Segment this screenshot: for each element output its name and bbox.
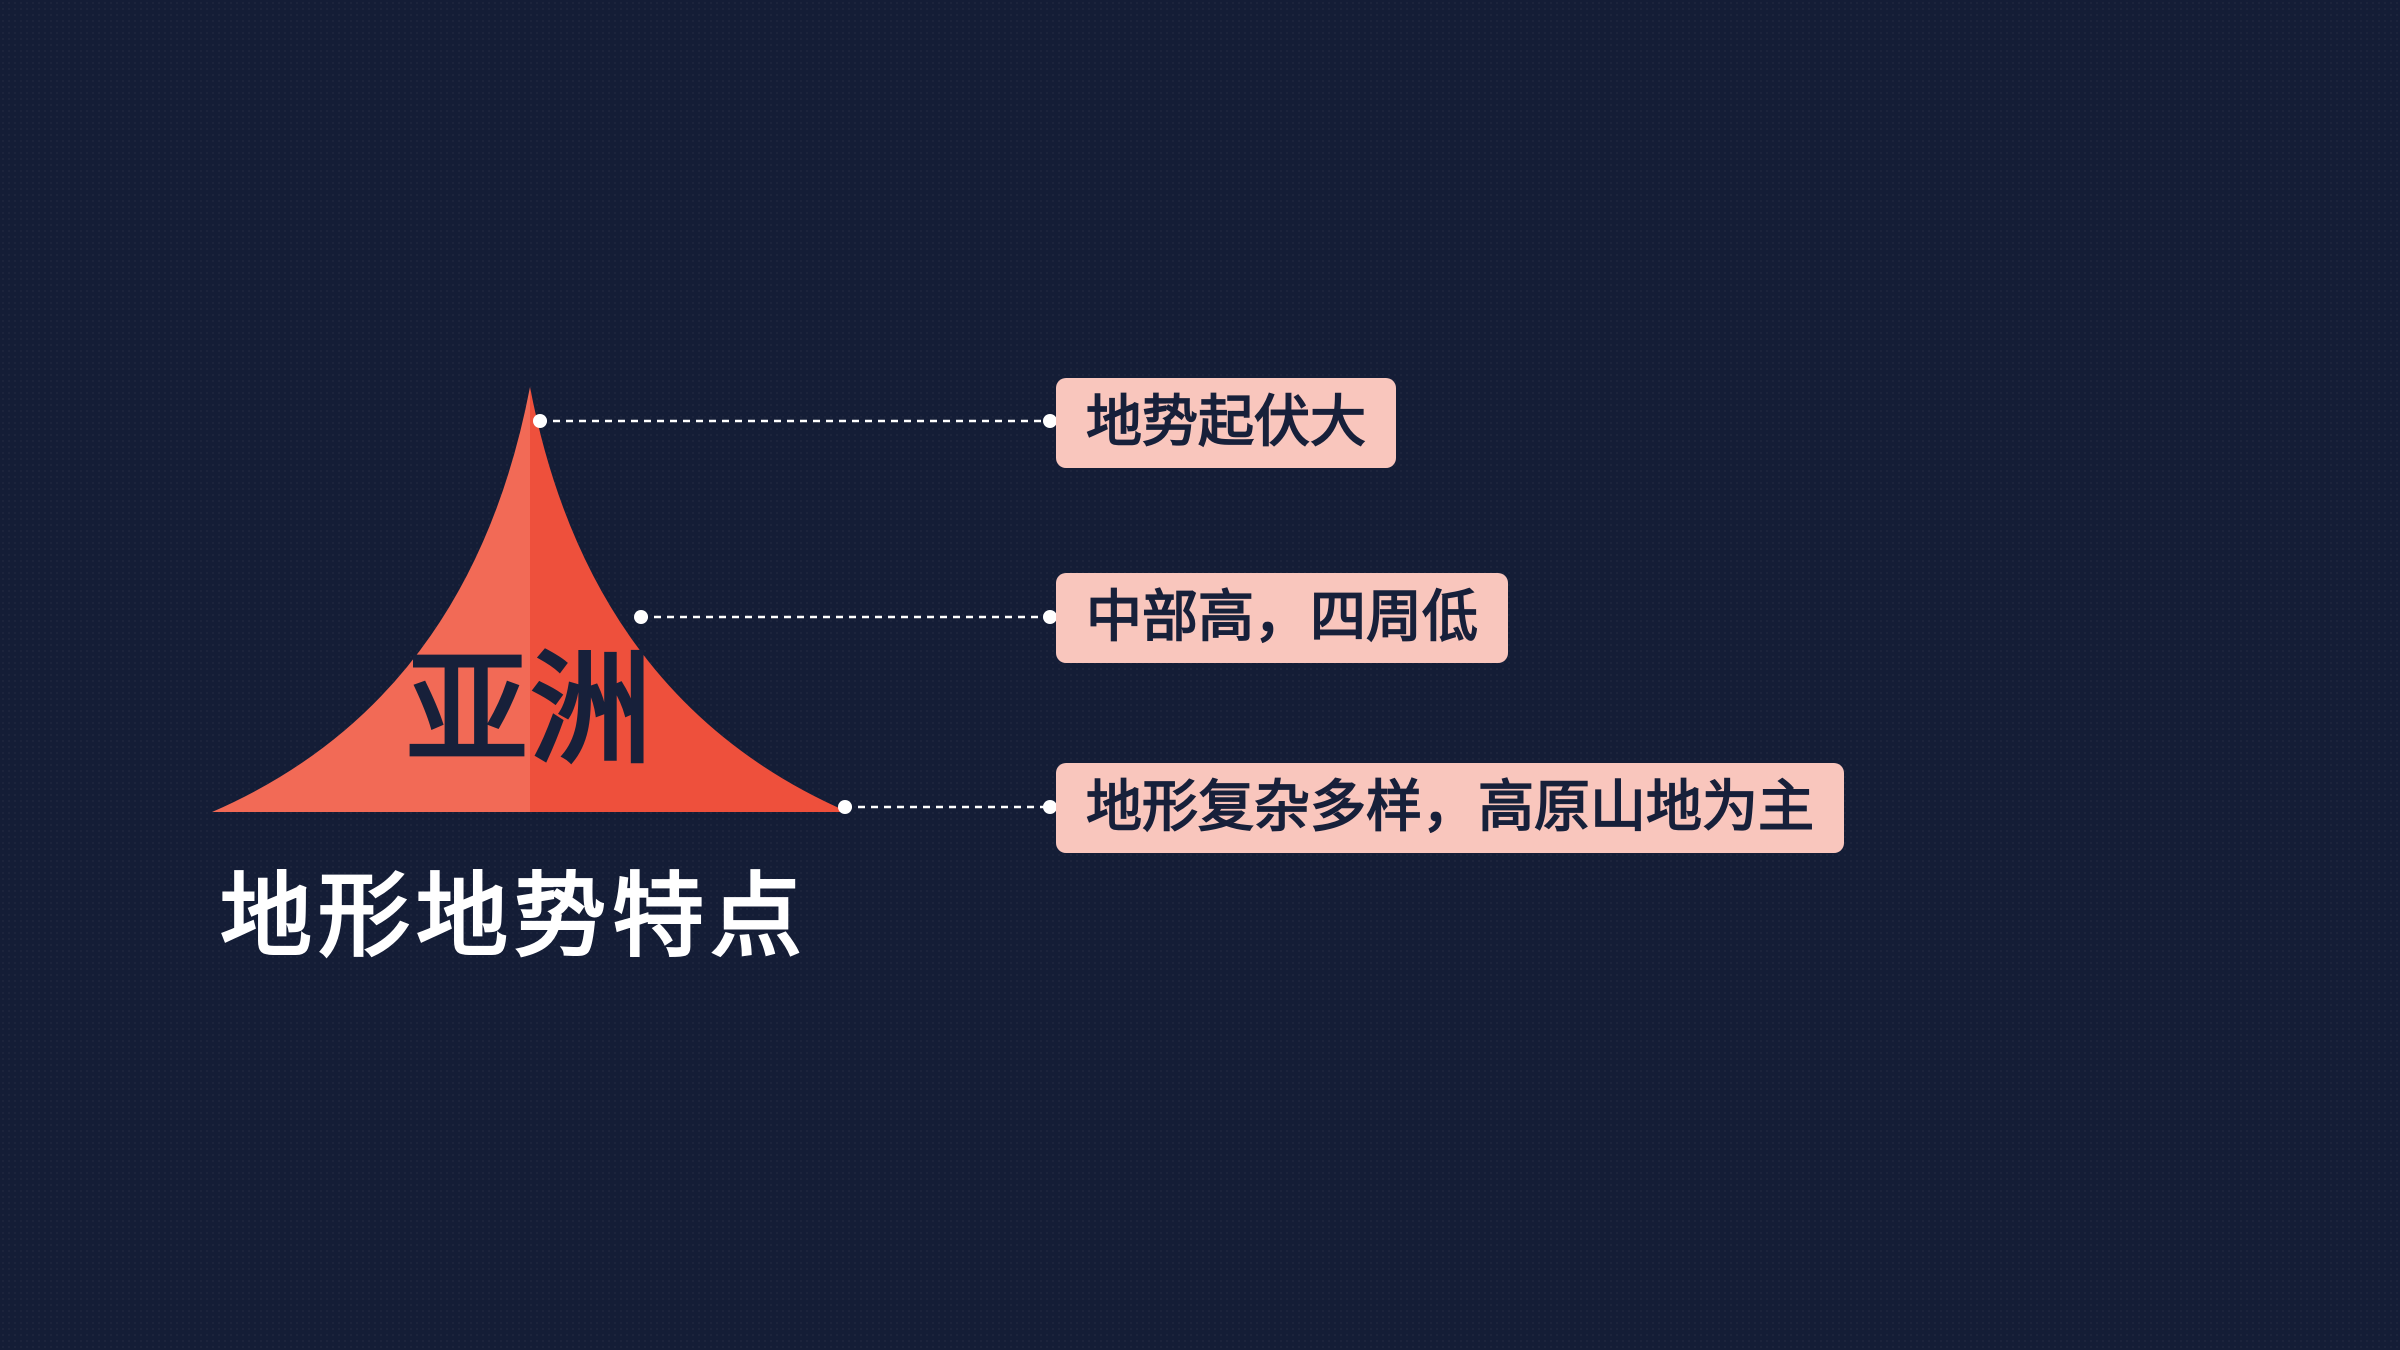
- connector-dot-end-3: [1043, 800, 1057, 814]
- point-text-1: 地势起伏大: [1086, 390, 1366, 455]
- point-text-2: 中部高，四周低: [1086, 585, 1478, 650]
- connector-dot-start-3: [838, 800, 852, 814]
- mountain-right-face: [530, 387, 848, 812]
- point-text-3: 地形复杂多样，高原山地为主: [1086, 775, 1814, 840]
- connector-dot-end-1: [1043, 414, 1057, 428]
- connector-dot-start-1: [533, 414, 547, 428]
- connector-dot-start-2: [634, 610, 648, 624]
- mountain-label: 亚洲: [406, 639, 654, 781]
- point-box-2: 中部高，四周低: [1056, 573, 1508, 663]
- point-box-1: 地势起伏大: [1056, 378, 1396, 468]
- mountain-left-face: [212, 387, 530, 812]
- connector-dot-end-2: [1043, 610, 1057, 624]
- point-box-3: 地形复杂多样，高原山地为主: [1056, 763, 1844, 853]
- main-title: 地形地势特点: [220, 863, 809, 970]
